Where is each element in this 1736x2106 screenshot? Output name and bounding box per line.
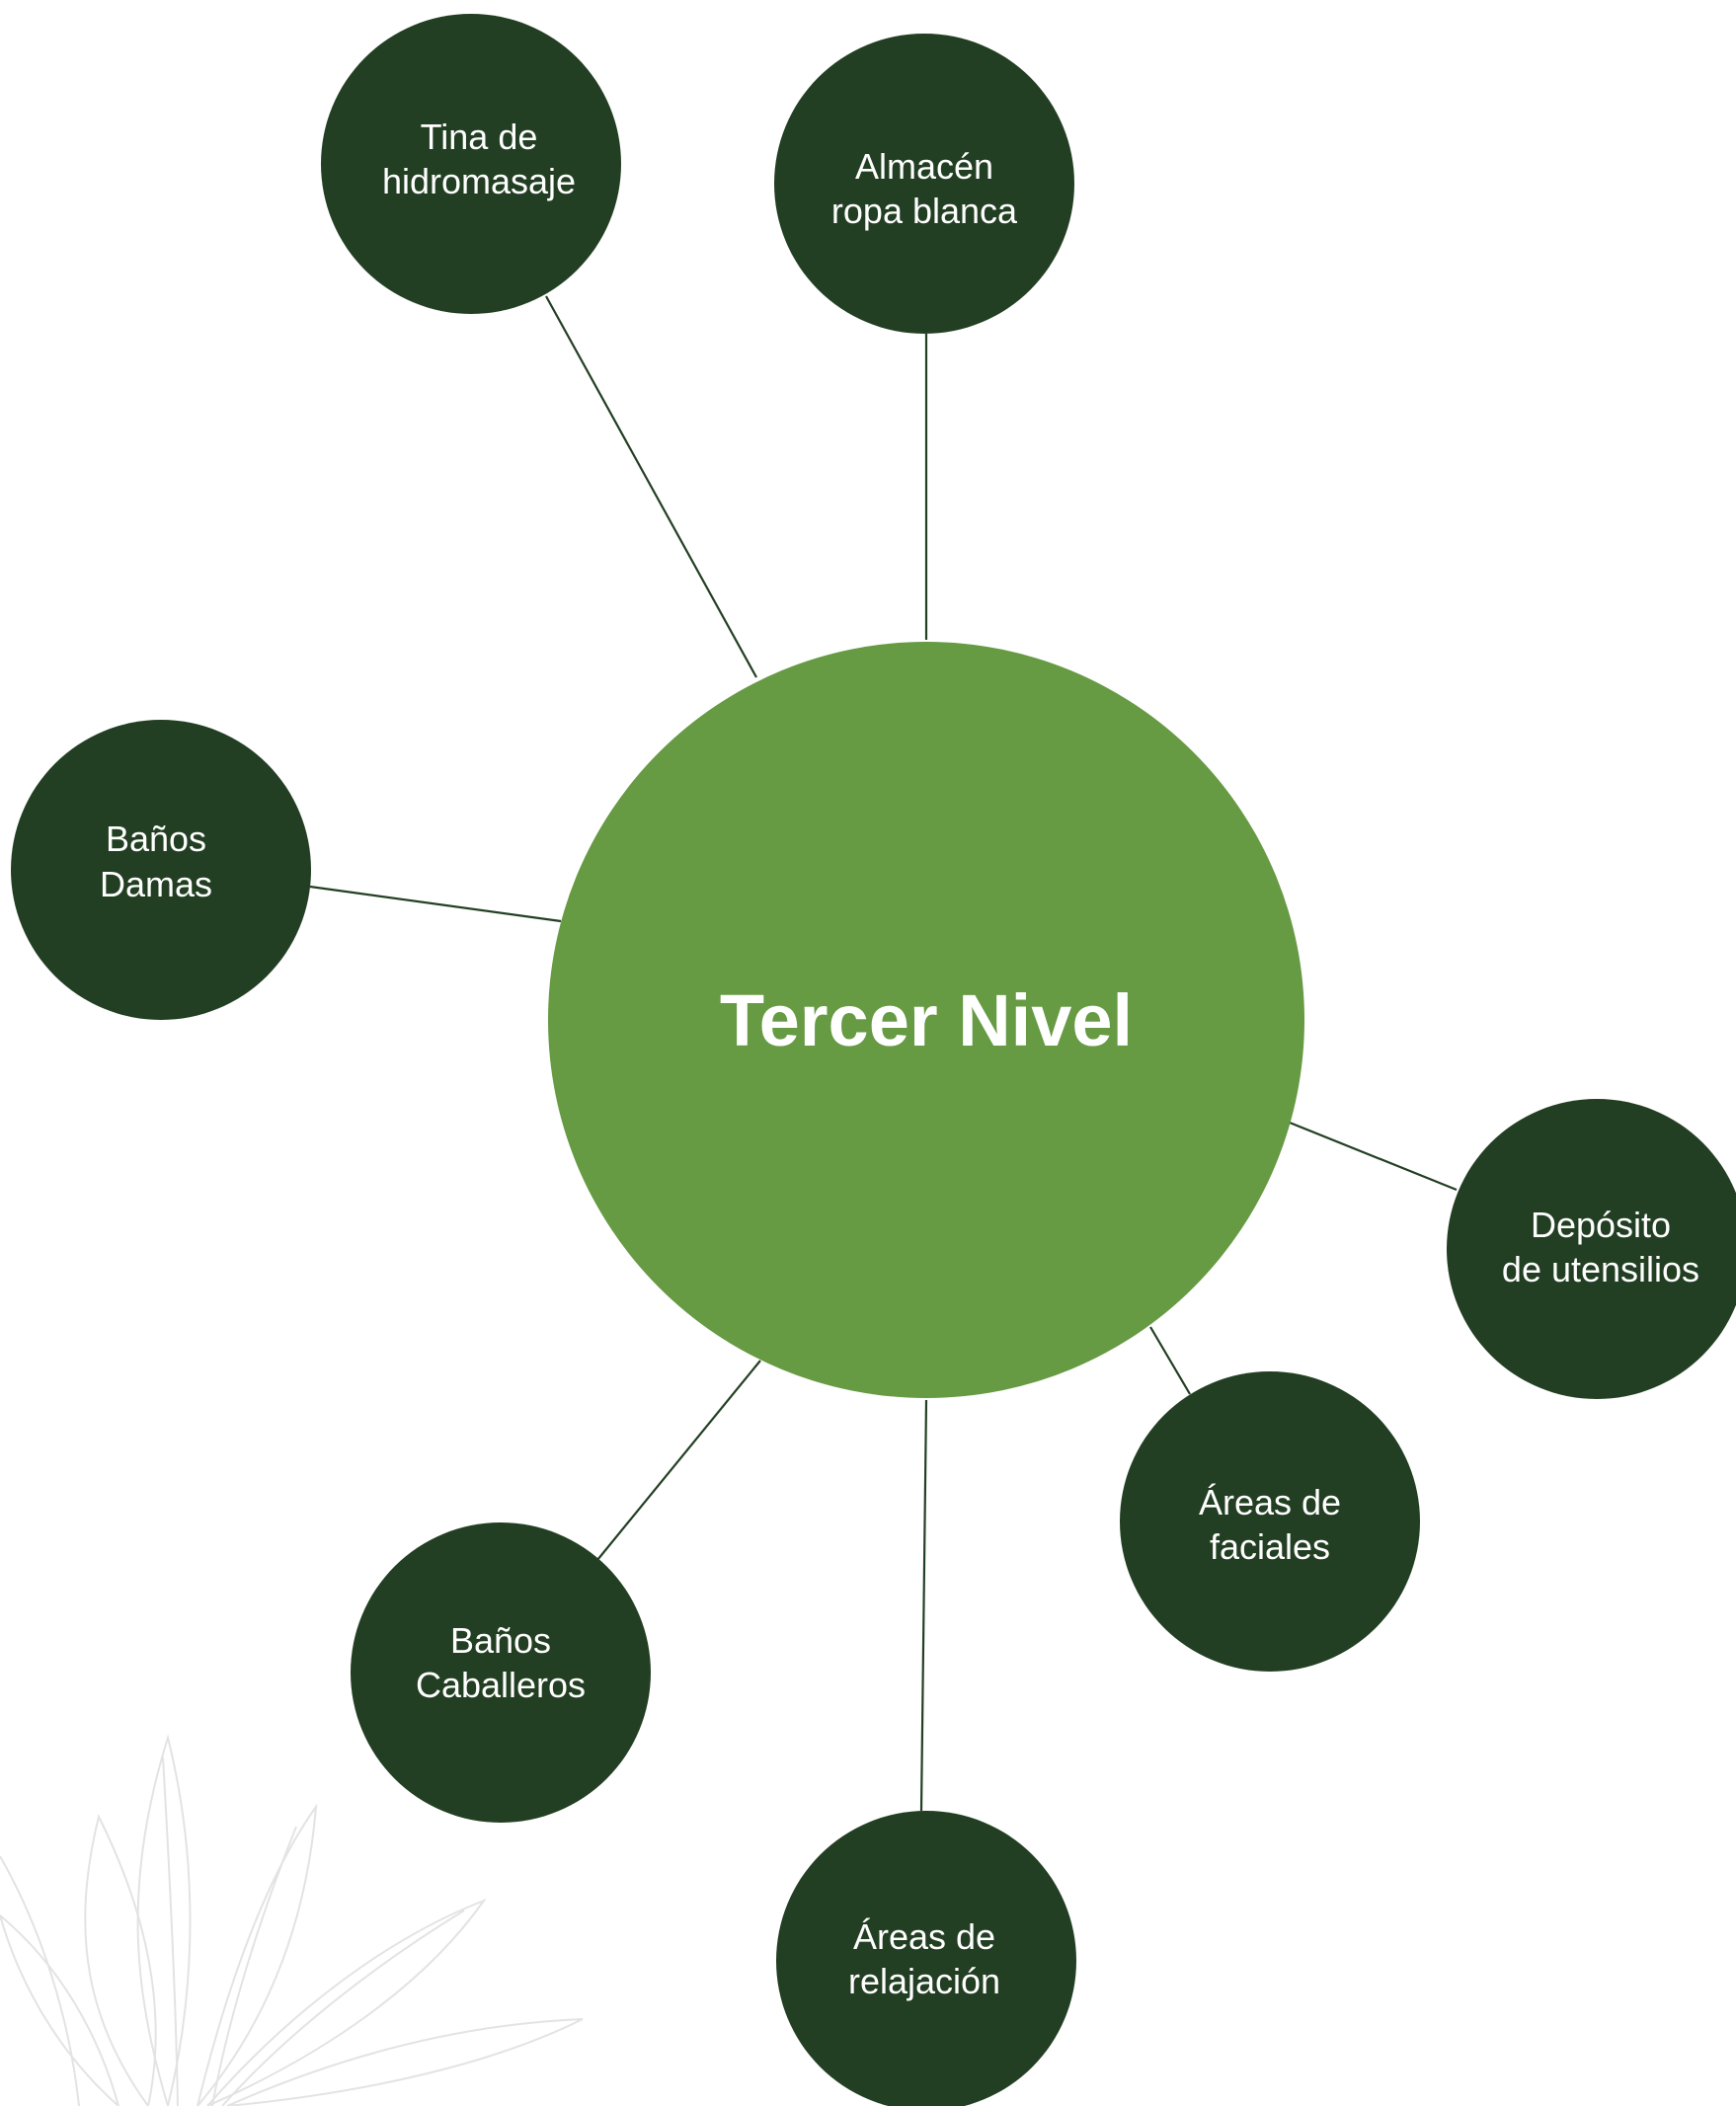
node-label-line: Almacén — [855, 146, 993, 187]
node-label-line: ropa blanca — [831, 191, 1018, 231]
connector-tina-de-hidromasaje — [545, 295, 757, 678]
node-banos-caballeros: Baños Caballeros — [351, 1522, 651, 1823]
connector-lines — [309, 295, 1458, 1812]
node-label-line: Áreas de — [1199, 1482, 1341, 1522]
node-label-line: Damas — [100, 864, 212, 904]
node-areas-de-faciales: Áreas de faciales — [1120, 1371, 1420, 1672]
connector-areas-de-relajacion — [919, 1399, 928, 1812]
connector-banos-damas — [309, 885, 562, 923]
connector-deposito-de-utensilios — [1289, 1121, 1458, 1192]
node-almacen-ropa-blanca: Almacén ropa blanca — [774, 34, 1074, 334]
node-label-line: Áreas de — [853, 1916, 995, 1957]
center-node-label: Tercer Nivel — [720, 979, 1133, 1061]
connector-banos-caballeros — [596, 1360, 761, 1561]
node-deposito-de-utensilios: Depósito de utensilios — [1447, 1099, 1736, 1399]
node-label-line: relajación — [848, 1961, 1000, 2001]
node-label-line: Depósito — [1531, 1205, 1671, 1245]
node-banos-damas: Baños Damas — [11, 720, 311, 1020]
node-label-line: Tina de — [421, 117, 538, 157]
node-label-line: Caballeros — [416, 1665, 586, 1705]
center-node: Tercer Nivel — [548, 642, 1304, 1398]
connector-areas-de-faciales — [1149, 1326, 1191, 1395]
node-label-line: hidromasaje — [382, 161, 576, 201]
node-label-line: de utensilios — [1502, 1249, 1699, 1289]
node-tina-de-hidromasaje: Tina de hidromasaje — [321, 14, 621, 314]
node-areas-de-relajacion: Áreas de relajación — [776, 1811, 1076, 2106]
node-label-line: Baños — [450, 1620, 551, 1661]
botanical-leaves-icon — [0, 1734, 584, 2106]
node-label-line: faciales — [1210, 1526, 1330, 1567]
node-label-line: Baños — [106, 819, 206, 859]
